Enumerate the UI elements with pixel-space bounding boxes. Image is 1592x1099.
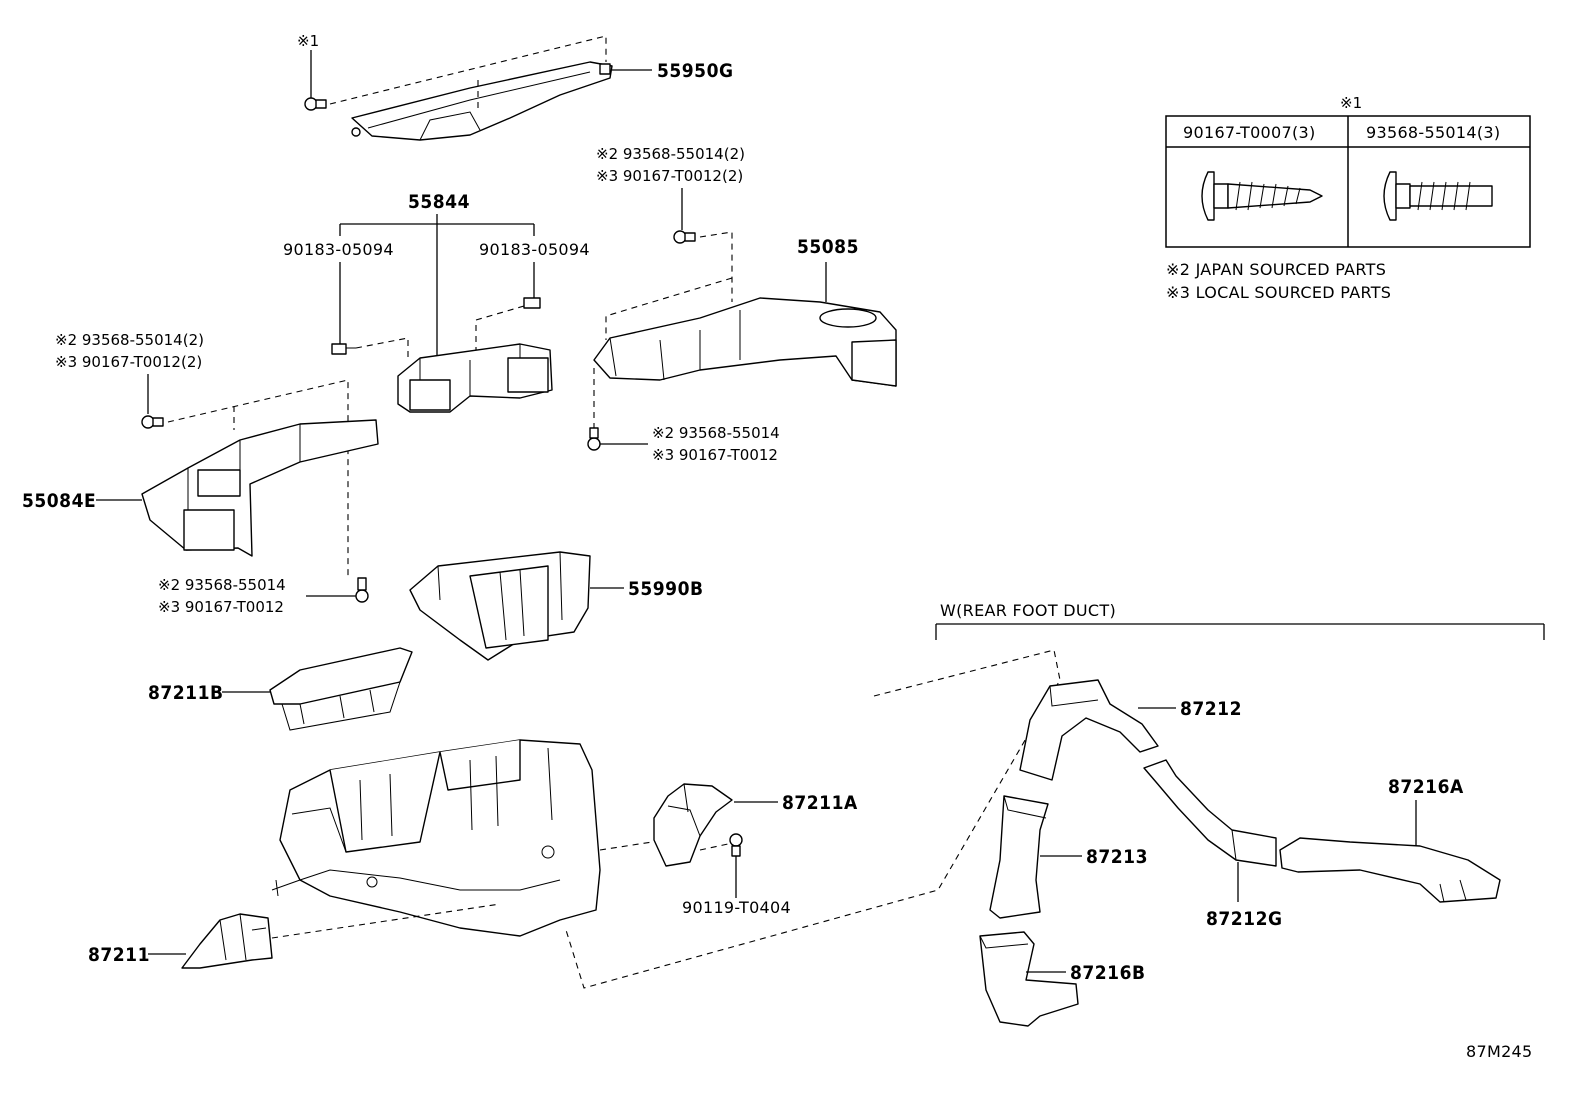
callout-3-line1: ※2 93568-55014	[652, 424, 780, 442]
label-55950G: 55950G	[657, 60, 734, 82]
label-87216B: 87216B	[1070, 962, 1146, 984]
part-87212-drawing	[1019, 679, 1159, 781]
legend-col2: 93568-55014(3)	[1366, 123, 1500, 142]
label-55844: 55844	[408, 191, 470, 213]
dash-87211A	[599, 841, 729, 851]
screw-55950G	[304, 97, 327, 111]
label-87211: 87211	[88, 944, 150, 966]
label-87212G: 87212G	[1206, 908, 1283, 930]
callout-1-line1: ※2 93568-55014(2)	[55, 331, 204, 349]
part-55990B-drawing	[409, 551, 591, 661]
screw-55084E-bottom	[355, 577, 369, 603]
dash-90183-left	[355, 337, 409, 360]
legend-note-japan: ※2 JAPAN SOURCED PARTS	[1166, 260, 1386, 279]
part-87211A-drawing	[653, 783, 733, 867]
label-87212: 87212	[1180, 698, 1242, 720]
clip-90183-right	[523, 297, 541, 309]
dash-heater-frame	[565, 649, 1061, 989]
callout-4-line1: ※2 93568-55014	[158, 576, 286, 594]
label-87211B: 87211B	[148, 682, 224, 704]
part-87211B-drawing	[269, 647, 413, 731]
rear-group-bracket	[935, 623, 1545, 640]
dash-90183-right	[475, 305, 525, 350]
legend-header-mark: ※1	[1340, 94, 1362, 112]
callout-3-line2: ※3 90167-T0012	[652, 446, 778, 464]
figure-code: 87M245	[1466, 1042, 1533, 1061]
heater-unit-drawing	[271, 739, 601, 937]
label-90119: 90119-T0404	[682, 898, 791, 917]
label-90183-right: 90183-05094	[479, 240, 590, 259]
screw-55085-bottom	[587, 427, 601, 451]
screw-legend-table: ※1 90167-T0007(3) 93568-55014(3) ※2 JAPA…	[1165, 94, 1531, 302]
label-55085: 55085	[797, 236, 859, 258]
screw-55084E-top	[141, 415, 164, 429]
callout-4-line2: ※3 90167-T0012	[158, 598, 284, 616]
legend-col1: 90167-T0007(3)	[1183, 123, 1316, 142]
dash-55085-top	[605, 231, 733, 340]
label-55990B: 55990B	[628, 578, 704, 600]
callout-1-line2: ※3 90167-T0012(2)	[55, 353, 202, 371]
rear-group-title: W(REAR FOOT DUCT)	[940, 601, 1116, 620]
screw-55085-top	[673, 230, 696, 244]
legend-screw-icon-1	[1201, 171, 1323, 221]
part-55084E-drawing	[141, 419, 379, 557]
part-87216B-drawing	[979, 931, 1079, 1027]
part-55950G-drawing	[351, 61, 613, 141]
legend-note-local: ※3 LOCAL SOURCED PARTS	[1166, 283, 1391, 302]
bracket-55844	[339, 214, 535, 360]
dash-55950G	[329, 35, 607, 108]
dash-55084E	[167, 379, 349, 580]
label-87213: 87213	[1086, 846, 1148, 868]
part-87212G-drawing	[1143, 759, 1277, 867]
mark-x1-top: ※1	[297, 32, 319, 50]
callout-2-line2: ※3 90167-T0012(2)	[596, 167, 743, 185]
part-87216A-drawing	[1279, 837, 1501, 903]
label-55084E: 55084E	[22, 490, 96, 512]
bolt-90119	[729, 833, 743, 857]
part-87211-drawing	[181, 913, 273, 969]
clip-90183-left	[331, 343, 356, 355]
label-87216A: 87216A	[1388, 776, 1464, 798]
part-55844-drawing	[397, 343, 553, 413]
label-90183-left: 90183-05094	[283, 240, 394, 259]
dash-87211	[271, 903, 501, 939]
callout-2-line1: ※2 93568-55014(2)	[596, 145, 745, 163]
part-55085-drawing	[593, 297, 897, 387]
legend-screw-icon-2	[1383, 171, 1493, 221]
label-87211A: 87211A	[782, 792, 858, 814]
part-87213-drawing	[989, 795, 1049, 919]
